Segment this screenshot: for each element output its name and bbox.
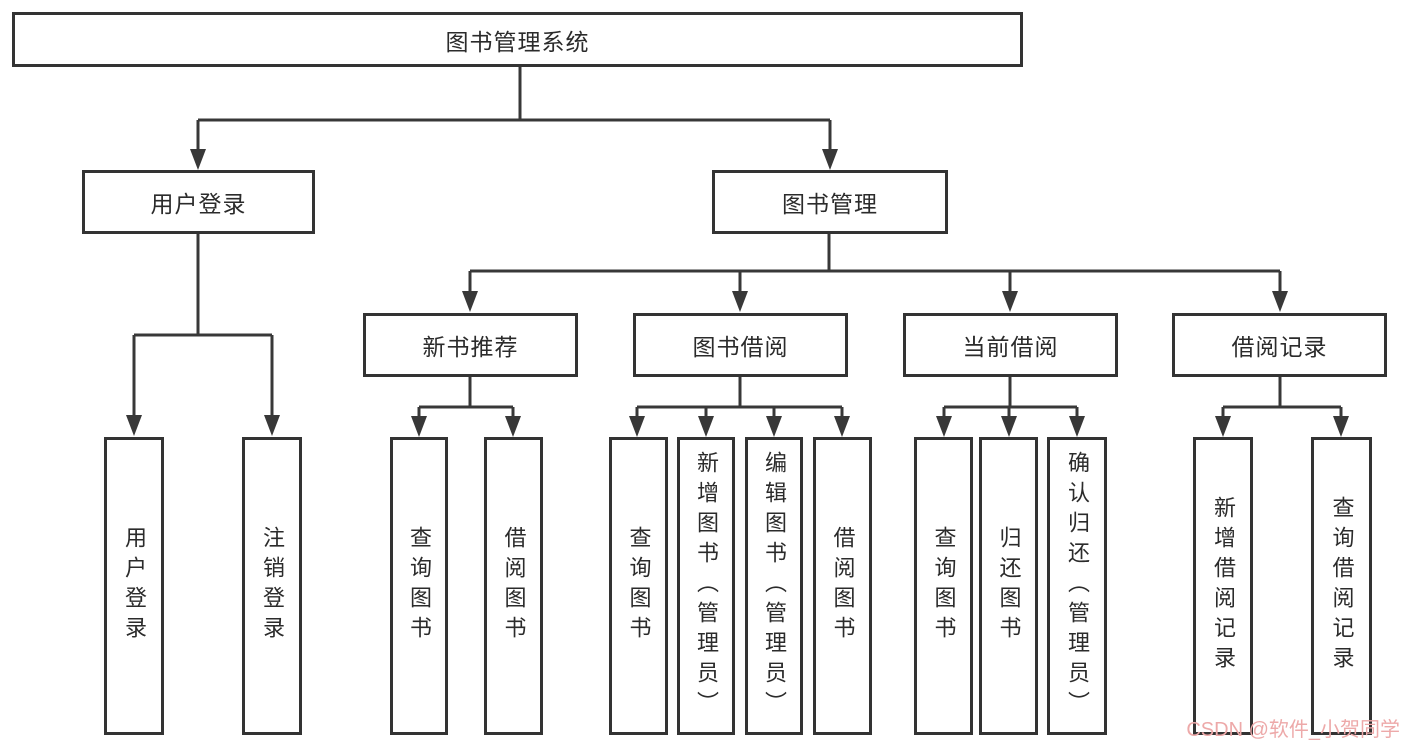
node-user-login: 用户登录 (82, 170, 315, 234)
node-root-system: 图书管理系统 (12, 12, 1023, 67)
node-book-management-label: 图书管理 (782, 191, 878, 217)
leaf-query-books-current: 查询图书 (914, 437, 973, 735)
leaf-query-borrow-record: 查询借阅记录 (1311, 437, 1372, 735)
leaf-query-books-borrow: 查询图书 (609, 437, 668, 735)
arrowheads (126, 149, 1349, 437)
node-new-book-recommend-label: 新书推荐 (422, 334, 519, 360)
leaf-logout: 注销登录 (242, 437, 302, 735)
leaf-label: 注销登录 (260, 526, 285, 646)
leaf-label: 查询图书 (407, 526, 432, 646)
leaf-borrow-books: 借阅图书 (813, 437, 872, 735)
leaf-label: 查询图书 (931, 526, 957, 646)
leaf-label: 归还图书 (996, 526, 1022, 646)
leaf-edit-books-admin: 编辑图书（管理员） (745, 437, 803, 735)
node-current-borrow: 当前借阅 (903, 313, 1118, 377)
leaf-user-login: 用户登录 (104, 437, 164, 735)
node-borrow-records-label: 借阅记录 (1231, 334, 1328, 360)
leaf-label: 借阅图书 (830, 526, 856, 646)
node-user-login-label: 用户登录 (150, 191, 247, 217)
node-current-borrow-label: 当前借阅 (962, 334, 1059, 360)
leaf-label: 新增图书（管理员） (694, 451, 719, 721)
leaf-add-books-admin: 新增图书（管理员） (677, 437, 735, 735)
leaf-label: 借阅图书 (501, 526, 527, 646)
leaf-label: 确认归还（管理员） (1065, 451, 1090, 721)
node-root-label: 图书管理系统 (445, 28, 590, 55)
leaf-label: 查询借阅记录 (1329, 496, 1355, 676)
node-book-borrow: 图书借阅 (633, 313, 848, 377)
leaf-return-books: 归还图书 (979, 437, 1038, 735)
connector-lines (132, 67, 1343, 418)
node-borrow-records: 借阅记录 (1172, 313, 1387, 377)
leaf-label: 编辑图书（管理员） (762, 451, 787, 721)
leaf-query-books-recommend: 查询图书 (390, 437, 448, 735)
node-book-management: 图书管理 (712, 170, 948, 234)
leaf-label: 新增借阅记录 (1211, 496, 1236, 676)
leaf-label: 查询图书 (626, 526, 652, 646)
csdn-watermark: CSDN @软件_小贺同学 (1186, 719, 1400, 741)
node-new-book-recommend: 新书推荐 (363, 313, 578, 377)
leaf-confirm-return-admin: 确认归还（管理员） (1047, 437, 1107, 735)
node-book-borrow-label: 图书借阅 (692, 334, 789, 360)
leaf-label: 用户登录 (122, 526, 147, 646)
leaf-borrow-books-recommend: 借阅图书 (484, 437, 543, 735)
leaf-add-borrow-record: 新增借阅记录 (1193, 437, 1253, 735)
